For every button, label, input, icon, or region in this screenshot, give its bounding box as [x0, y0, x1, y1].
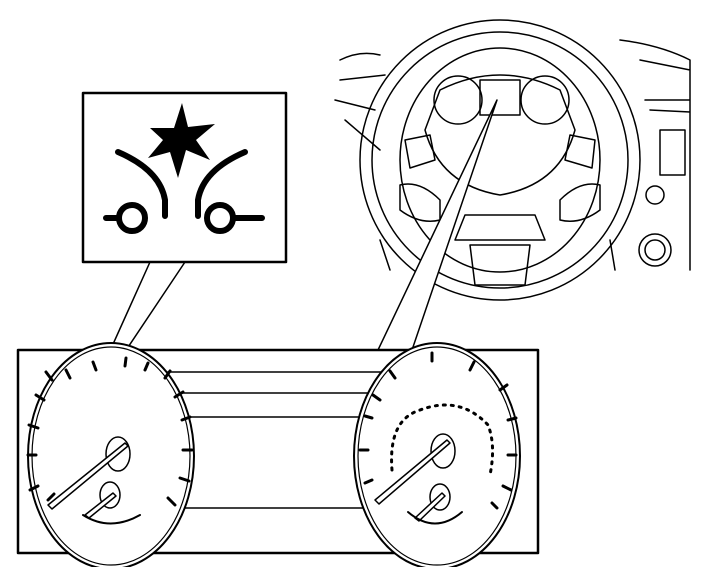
right-gauge [353, 342, 521, 567]
forward-collision-warning-icon [103, 103, 265, 234]
left-gauge [26, 342, 195, 567]
steering-wheel-icon [334, 19, 691, 301]
instrument-cluster-icon [16, 342, 540, 567]
